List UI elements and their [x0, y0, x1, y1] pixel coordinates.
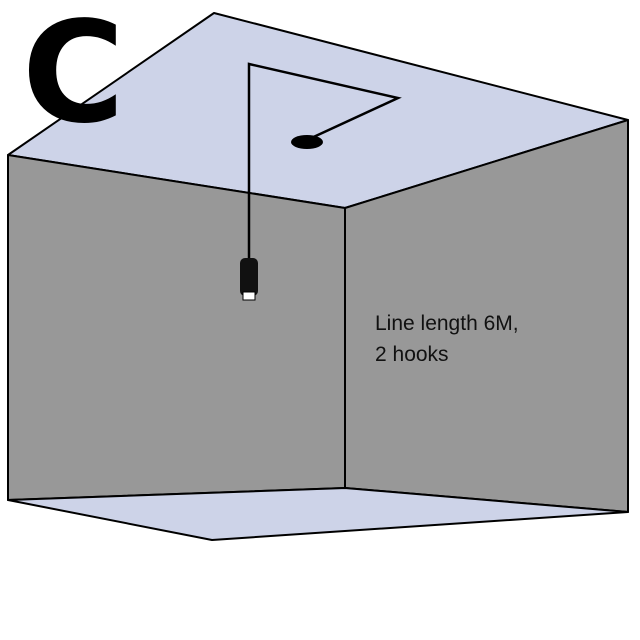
left-wall — [7, 154, 346, 501]
fixture-tip — [242, 291, 256, 301]
caption-line-1: Line length 6M, — [375, 312, 519, 335]
caption-line-2: 2 hooks — [375, 343, 449, 366]
panel-letter: C — [22, 0, 125, 155]
floor — [7, 487, 629, 541]
pendant-light-fixture — [240, 258, 258, 301]
caption: Line length 6M, 2 hooks — [375, 308, 519, 370]
pendant-cord — [247, 62, 402, 262]
ceiling-mount — [291, 135, 323, 149]
fixture-body — [240, 258, 258, 296]
